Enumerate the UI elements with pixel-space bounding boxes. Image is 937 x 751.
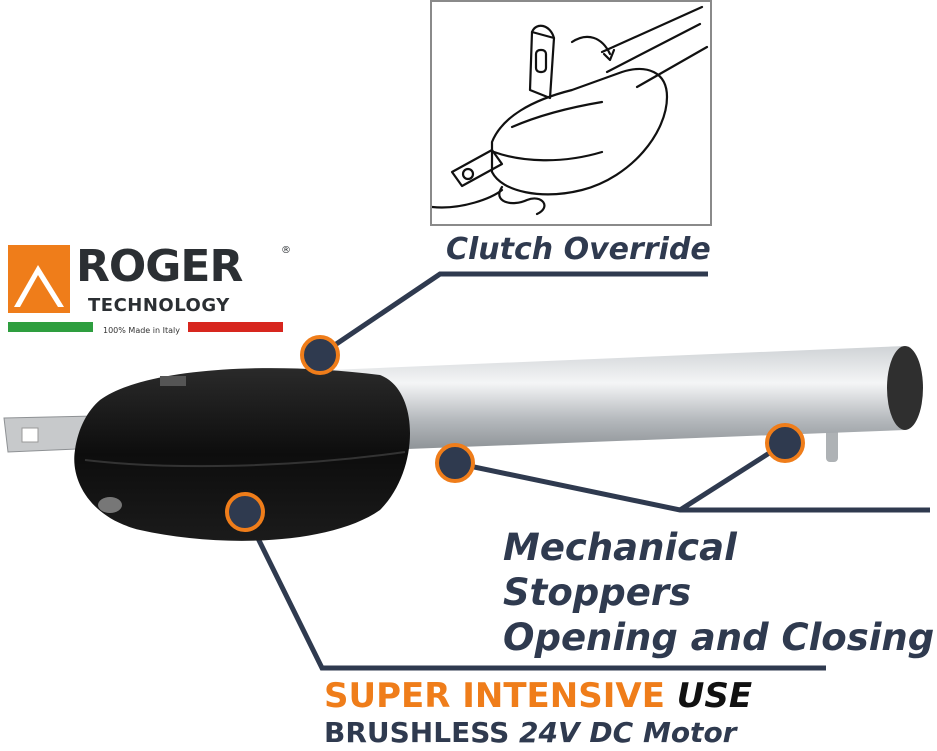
logo-registered: ®: [281, 245, 291, 256]
aluminium-tube: [330, 346, 905, 452]
logo-flag-bar: [8, 322, 283, 332]
stoppers-line-2: Opening and Closing: [503, 616, 935, 659]
super-intensive-text: SUPER INTENSIVE: [324, 676, 665, 716]
stopper-leader-line-2: [678, 440, 787, 513]
logo-made-in: 100% Made in Italy: [103, 326, 180, 335]
stoppers-line-1: Mechanical Stoppers: [503, 526, 737, 614]
stopper-leader-line-1: [454, 460, 930, 513]
use-text: USE: [676, 676, 753, 716]
motor-leader-line: [242, 510, 826, 671]
housing-screw: [98, 497, 122, 513]
clutch-leader-line: [318, 271, 708, 358]
motor-spec-label: BRUSHLESS 24V DC Motor: [324, 716, 736, 749]
clutch-override-label: Clutch Override: [446, 232, 711, 267]
logo-brand: ROGER: [76, 241, 243, 292]
motor-spec-text: 24V DC Motor: [519, 716, 737, 749]
housing-badge: [160, 376, 186, 386]
roger-technology-logo: ROGER ® TECHNOLOGY 100% Made in Italy: [8, 241, 291, 340]
clutch-override-inset: [430, 0, 712, 226]
clutch-override-drawing: [430, 5, 709, 216]
motor-marker: [225, 492, 265, 532]
motor-housing: [74, 368, 411, 541]
logo-subtitle: TECHNOLOGY: [88, 295, 230, 316]
stopper-marker-1: [435, 443, 475, 483]
clutch-marker: [300, 335, 340, 375]
super-intensive-label: SUPER INTENSIVE USE: [324, 676, 752, 716]
logo-mark-icon: [8, 245, 70, 313]
tube-end-cap: [887, 346, 923, 430]
mechanical-stoppers-label: Mechanical Stoppers Opening and Closing: [503, 525, 937, 660]
stopper-marker-2: [765, 423, 805, 463]
brushless-text: BRUSHLESS: [324, 716, 510, 749]
